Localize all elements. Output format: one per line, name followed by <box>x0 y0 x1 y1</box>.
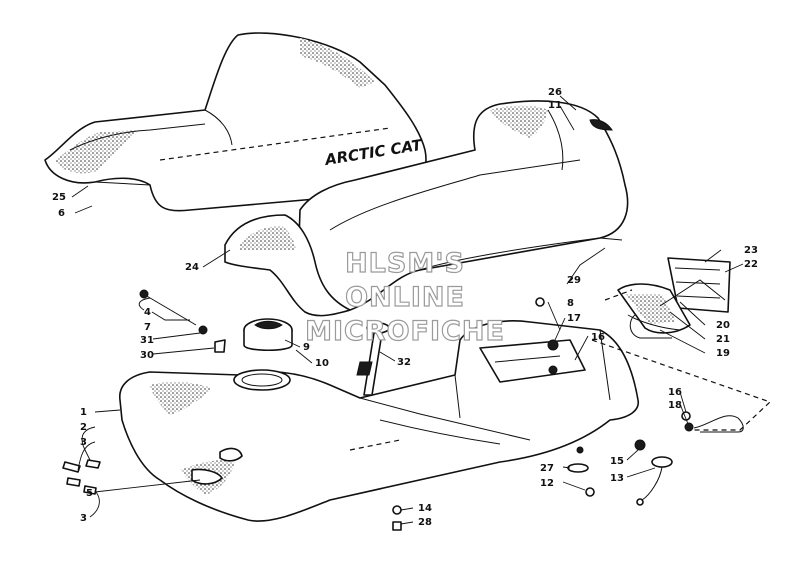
callout-19: 19 <box>716 348 730 359</box>
callout-31: 31 <box>140 335 154 346</box>
callout-32: 32 <box>397 357 411 368</box>
callout-16-top: 16 <box>591 332 605 343</box>
callout-1: 1 <box>80 407 87 418</box>
callout-9: 9 <box>303 342 310 353</box>
callout-3-top: 3 <box>80 437 87 448</box>
leader-lines <box>71 95 744 525</box>
watermark-line-2: ONLINE <box>345 282 465 313</box>
callout-16-right: 16 <box>668 387 682 398</box>
callout-14: 14 <box>418 503 432 514</box>
watermark-line-3: MICROFICHE <box>305 316 505 347</box>
callout-30: 30 <box>140 350 154 361</box>
watermark: HLSM'S ONLINE MICROFICHE <box>304 247 505 347</box>
callouts: 25 6 24 26 11 29 23 22 20 21 19 8 17 16 … <box>52 87 758 528</box>
callout-17: 17 <box>567 313 581 324</box>
callout-28: 28 <box>418 517 432 528</box>
callout-13: 13 <box>610 473 624 484</box>
callout-26: 26 <box>548 87 562 98</box>
lower-seat <box>224 100 629 317</box>
callout-18: 18 <box>668 400 682 411</box>
callout-8: 8 <box>567 298 574 309</box>
callout-3-bottom: 3 <box>80 513 87 524</box>
taillight <box>617 257 731 334</box>
gas-cap <box>243 318 293 352</box>
callout-20: 20 <box>716 320 730 331</box>
callout-10: 10 <box>315 358 329 369</box>
callout-22: 22 <box>744 259 758 270</box>
callout-11: 11 <box>548 100 562 111</box>
callout-5: 5 <box>86 488 93 499</box>
callout-2: 2 <box>80 422 87 433</box>
watermark-line-1: HLSM'S <box>345 248 465 279</box>
callout-6: 6 <box>58 208 65 219</box>
callout-21: 21 <box>716 334 730 345</box>
fuel-tank-assembly <box>119 320 639 522</box>
upper-seat: ARCTIC CAT <box>44 32 427 212</box>
callout-7: 7 <box>144 322 151 333</box>
callout-27: 27 <box>540 463 554 474</box>
callout-23: 23 <box>744 245 758 256</box>
callout-12: 12 <box>540 478 554 489</box>
callout-29: 29 <box>567 275 581 286</box>
callout-25: 25 <box>52 192 66 203</box>
callout-15: 15 <box>610 456 624 467</box>
callout-4: 4 <box>144 307 151 318</box>
callout-24: 24 <box>185 262 199 273</box>
fuel-gauge <box>356 322 390 396</box>
